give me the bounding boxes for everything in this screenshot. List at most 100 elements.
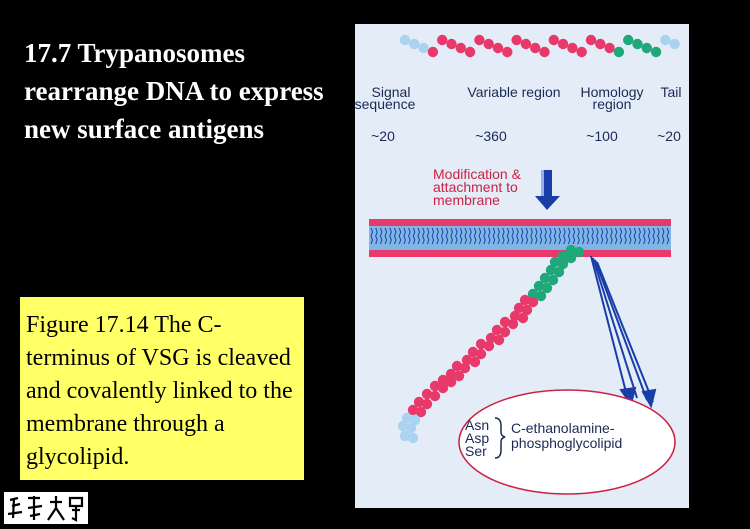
chain-bead	[573, 246, 585, 258]
chain-bead	[557, 258, 569, 270]
chain-bead	[517, 312, 529, 324]
chain-bead	[475, 338, 487, 350]
chain-bead	[509, 310, 521, 322]
lipid-tail	[506, 227, 510, 245]
chain-bead	[474, 34, 485, 46]
chain-bead	[413, 396, 425, 408]
lipid-tail	[408, 227, 411, 245]
chain-bead	[467, 346, 479, 358]
chain-bead	[511, 34, 522, 46]
lipid-tail	[586, 227, 590, 245]
chain-bead	[451, 360, 463, 372]
chain-bead	[660, 34, 671, 46]
chain-bead	[429, 380, 441, 392]
chain-bead	[485, 332, 497, 344]
chain-bead	[399, 34, 411, 46]
caption-box: Figure 17.14 The C-terminus of VSG is cl…	[20, 297, 304, 480]
figure-caption: Figure 17.14 The C-terminus of VSG is cl…	[26, 312, 293, 470]
chain-bead	[565, 252, 577, 264]
lipid-tail	[591, 227, 594, 245]
chain-bead	[565, 244, 577, 256]
chain-bead	[461, 354, 473, 366]
lipid-tail	[487, 227, 491, 245]
chain-bead	[399, 430, 411, 442]
chain-bead	[483, 340, 495, 352]
university-logo	[4, 492, 88, 524]
chain-bead	[405, 422, 417, 434]
lipid-tail	[492, 227, 496, 245]
modification-label-2: attachment to	[433, 179, 518, 195]
chain-bead	[407, 404, 419, 416]
residue-bracket	[494, 417, 506, 459]
lipid-tail	[572, 227, 576, 245]
chain-bead	[455, 42, 466, 54]
chain-bead	[519, 294, 531, 306]
chain-bead	[604, 42, 615, 54]
lipid-tail	[370, 227, 374, 245]
lipid-tail	[473, 227, 477, 245]
chain-bead	[421, 388, 433, 400]
chain-bead	[507, 318, 519, 330]
lipid-tail	[563, 227, 566, 245]
residue-ser: Ser	[465, 443, 487, 459]
lipid-tail	[384, 227, 388, 245]
chain-bead	[553, 266, 565, 278]
lipid-tail	[455, 227, 458, 245]
chain-bead	[499, 316, 511, 328]
chain-bead	[493, 334, 505, 346]
lipid-tail	[426, 227, 430, 245]
lipid-tail	[530, 227, 533, 245]
linkage-label-1: C-ethanolamine-	[511, 420, 615, 436]
lipid-tail	[624, 227, 627, 245]
chain-bead	[513, 302, 525, 314]
chain-bead	[527, 288, 539, 300]
chain-bead	[409, 38, 420, 50]
lipid-tail	[403, 227, 406, 245]
lipid-tail	[605, 227, 609, 245]
chain-bead	[409, 414, 421, 426]
chain-bead	[641, 42, 652, 54]
chain-bead	[453, 370, 465, 382]
lipid-tail	[614, 227, 618, 245]
chain-bead	[595, 38, 606, 50]
lipid-tail	[379, 227, 383, 245]
lipid-tail	[516, 227, 519, 245]
lipid-tail	[375, 227, 378, 245]
chain-bead	[535, 290, 547, 302]
chain-bead	[632, 38, 643, 50]
region-homology-label-2: region	[593, 96, 632, 112]
chain-bead	[539, 46, 550, 58]
lipid-tail	[544, 227, 547, 245]
lipid-tail	[450, 227, 453, 245]
lipid-tail	[525, 227, 529, 245]
lipid-tail	[412, 227, 416, 245]
region-signal-label-1: Signal	[372, 84, 411, 100]
lipid-tail	[417, 227, 421, 245]
chain-bead	[527, 296, 539, 308]
lipid-tail	[581, 227, 585, 245]
chain-bead	[530, 42, 541, 54]
lipid-tail	[610, 227, 613, 245]
chain-bead	[429, 390, 441, 402]
logo-calligraphy	[7, 496, 84, 522]
chain-bead	[567, 42, 578, 54]
lipid-tail	[577, 227, 580, 245]
cell-membrane	[369, 219, 671, 257]
lipid-tail	[497, 227, 500, 245]
chain-bead	[549, 256, 561, 268]
chain-bead	[475, 348, 487, 360]
chain-bead	[437, 374, 449, 386]
lipid-tail	[549, 227, 552, 245]
lipid-tail	[643, 227, 646, 245]
chain-bead	[533, 280, 545, 292]
lipid-tail	[619, 227, 623, 245]
anchored-vsg-chain	[397, 244, 585, 444]
lipid-tail	[661, 227, 665, 245]
lipid-tail	[440, 227, 444, 245]
modification-label-1: Modification &	[433, 166, 522, 182]
region-homology-label-1: Homology	[580, 84, 643, 100]
lipid-tail	[520, 227, 524, 245]
vsg-protein-chain	[399, 34, 680, 58]
lipid-tail	[502, 227, 505, 245]
chain-bead	[469, 356, 481, 368]
